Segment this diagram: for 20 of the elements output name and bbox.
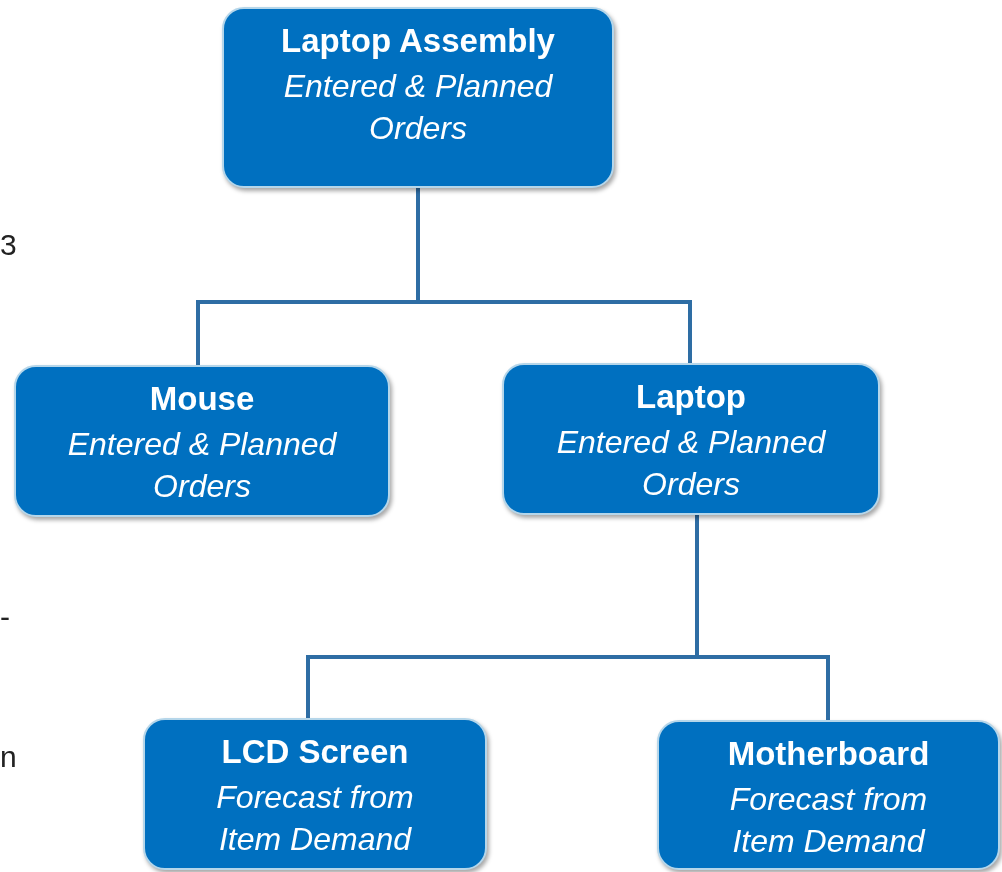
node-title: Laptop Assembly — [281, 21, 555, 61]
process-box — [657, 720, 1000, 870]
node-title: LCD Screen — [221, 732, 409, 772]
node-title: Laptop — [636, 377, 746, 417]
connector-line — [416, 188, 692, 363]
connector-line — [695, 515, 830, 720]
process-box — [222, 7, 614, 188]
process-box — [143, 718, 487, 870]
node-description: Forecast from Item Demand — [215, 778, 415, 859]
node-description: Forecast from Item Demand — [728, 780, 929, 861]
text-fragment: 3 — [0, 228, 17, 262]
process-box — [502, 363, 880, 515]
process-box — [14, 365, 390, 517]
node-description: Entered & Planned Orders — [66, 425, 338, 506]
node-description: Entered & Planned Orders — [555, 423, 827, 504]
node-description: Entered & Planned Orders — [282, 67, 554, 148]
node-title: Mouse — [149, 379, 255, 419]
text-fragment: - — [0, 600, 10, 634]
text-fragment: n — [0, 740, 17, 774]
node-title: Motherboard — [727, 734, 930, 774]
